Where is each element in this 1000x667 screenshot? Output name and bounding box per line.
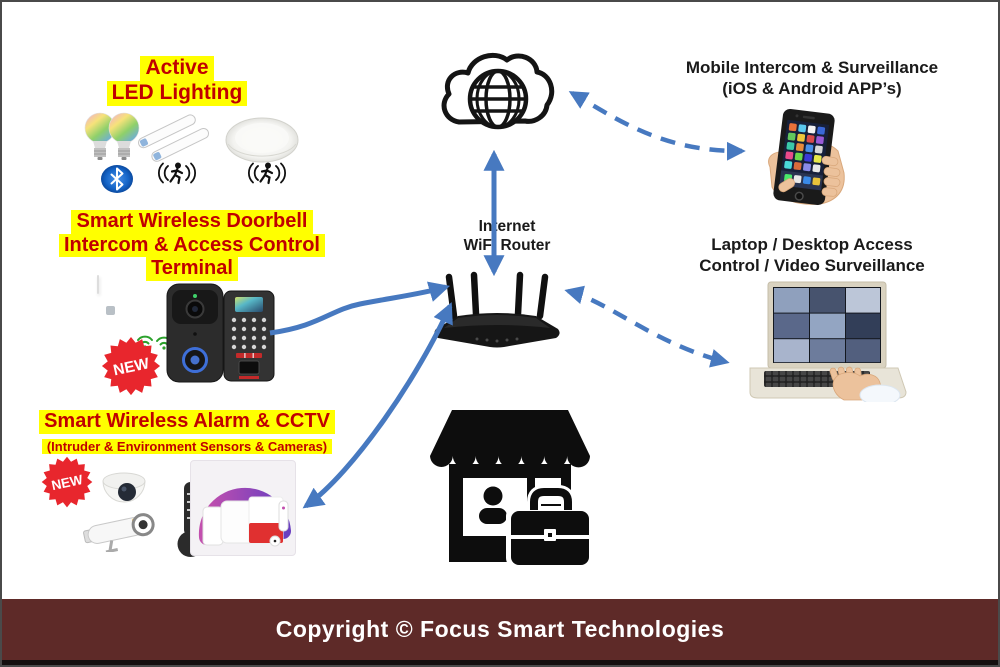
smartphone-in-hand-icon	[740, 107, 865, 207]
led-title-line1: Active	[140, 56, 214, 81]
doorbell-title-line2: Intercom & Access Control	[59, 233, 325, 258]
doorbell-title-line3: Terminal	[146, 257, 238, 281]
laptop-title-line1: Laptop / Desktop Access	[711, 235, 913, 254]
doorbell-section-title: Smart Wireless Doorbell Intercom & Acces…	[52, 210, 332, 281]
motion-sensor-icon	[244, 160, 290, 186]
wifi-router-icon	[422, 270, 572, 350]
arrow-router-laptop	[564, 285, 730, 368]
shop-premises-icon	[420, 404, 600, 574]
mobile-title-line2: (iOS & Android APP’s)	[722, 79, 902, 99]
footer-bar: Copyright © Focus Smart Technologies	[2, 599, 998, 665]
router-label-line1: Internet	[478, 218, 536, 235]
copyright-text: Copyright © Focus Smart Technologies	[275, 616, 725, 642]
alarm-title-line2: (Intruder & Environment Sensors & Camera…	[41, 438, 333, 454]
alarm-title-line1: Smart Wireless Alarm & CCTV	[39, 410, 335, 434]
access-control-terminal-icon	[222, 290, 276, 382]
motion-sensor-icon	[154, 160, 200, 186]
internet-cloud-icon	[435, 40, 563, 140]
laptop-section-title: Laptop / Desktop Access Control / Video …	[662, 234, 962, 277]
arrow-doorbell-router	[269, 281, 451, 336]
led-bulb-icon	[82, 112, 142, 166]
tube-lamp-icon	[138, 110, 210, 168]
mobile-section-title: Mobile Intercom & Surveillance (iOS & An…	[662, 57, 962, 100]
doorbell-title-line1: Smart Wireless Doorbell	[71, 210, 313, 234]
laptop-surveillance-icon	[730, 280, 910, 406]
new-badge-label: NEW	[50, 472, 84, 493]
video-doorbell-icon	[164, 282, 226, 384]
led-title-line2: LED Lighting	[106, 80, 248, 106]
bluetooth-icon	[100, 164, 134, 194]
alarm-kit-icon	[190, 460, 296, 556]
router-label: Internet WiFi Router	[442, 217, 572, 256]
arrow-cloud-phone	[568, 91, 746, 161]
led-section-title: Active LED Lighting	[72, 56, 282, 106]
dome-camera-icon	[98, 472, 150, 516]
bullet-camera-icon	[80, 510, 166, 554]
laptop-title-line2: Control / Video Surveillance	[699, 256, 925, 276]
ceiling-light-icon	[224, 114, 300, 164]
alarm-section-title: Smart Wireless Alarm & CCTV (Intruder & …	[32, 410, 342, 457]
router-label-line2: WiFi Router	[463, 237, 551, 255]
new-badge: NEW	[40, 455, 94, 509]
mobile-title-line1: Mobile Intercom & Surveillance	[685, 58, 939, 77]
new-badge: NEW	[100, 335, 162, 397]
